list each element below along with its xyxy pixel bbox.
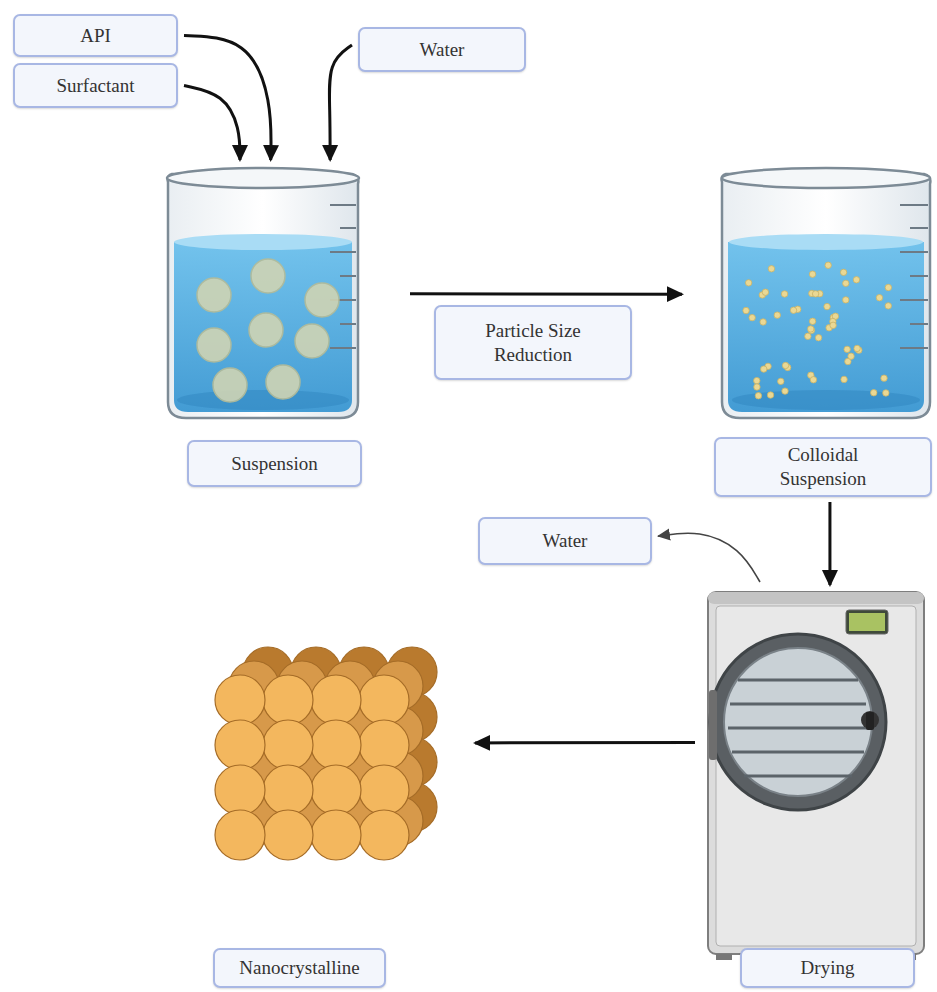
step-label: Water xyxy=(543,529,588,553)
step-label: Nanocrystalline xyxy=(239,956,359,980)
nanoparticle xyxy=(812,291,818,297)
flow-arrow xyxy=(184,36,271,161)
step-label: Particle Size Reduction xyxy=(463,319,603,367)
lattice-sphere xyxy=(359,675,409,725)
nanoparticle xyxy=(781,291,787,297)
nanoparticle xyxy=(843,297,849,303)
nanoparticle xyxy=(844,346,850,352)
nanoparticle xyxy=(767,392,773,398)
nanoparticle xyxy=(790,307,796,313)
lattice-sphere xyxy=(263,720,313,770)
nanoparticle xyxy=(840,269,846,275)
nanoparticle xyxy=(824,303,830,309)
process-box: Particle Size Reduction xyxy=(434,305,632,380)
process-box: API xyxy=(13,14,178,57)
nanoparticle xyxy=(809,318,815,324)
step-label-box: Suspension xyxy=(187,440,362,487)
nanocrystal-lattice xyxy=(215,647,437,860)
lattice-sphere xyxy=(215,675,265,725)
nanoparticle xyxy=(745,280,751,286)
illustrated-step: Suspension xyxy=(160,165,365,487)
nanoparticle xyxy=(848,353,854,359)
lattice-sphere xyxy=(311,810,361,860)
step-label: API xyxy=(80,24,111,48)
nanoparticle xyxy=(883,390,889,396)
step-label-box: Drying xyxy=(740,948,915,988)
step-label: Water xyxy=(420,38,465,62)
process-box: Water xyxy=(358,27,526,72)
flow-arrow xyxy=(410,292,682,295)
nanoparticle xyxy=(782,388,788,394)
nanoparticle xyxy=(762,289,768,295)
nanoparticle xyxy=(871,390,877,396)
nanoparticle xyxy=(854,345,860,351)
nanoparticle xyxy=(809,271,815,277)
nanoparticle xyxy=(843,280,849,286)
nanoparticle xyxy=(760,319,766,325)
flow-arrow xyxy=(184,86,240,161)
illustrated-step: Colloidal Suspension xyxy=(714,165,934,497)
lattice-sphere xyxy=(359,765,409,815)
illustrated-step: Nanocrystalline xyxy=(213,655,440,988)
lattice-sphere xyxy=(263,765,313,815)
nanoparticle xyxy=(774,312,780,318)
lattice-sphere xyxy=(263,810,313,860)
nanoparticle xyxy=(768,266,774,272)
nanoparticle xyxy=(830,322,836,328)
nanoparticle xyxy=(805,333,811,339)
step-label-box: Colloidal Suspension xyxy=(714,437,932,497)
lattice-sphere xyxy=(215,765,265,815)
freeze-dryer xyxy=(708,592,924,960)
nanoparticle xyxy=(885,303,891,309)
flow-arrow xyxy=(828,502,831,585)
lattice-sphere xyxy=(215,810,265,860)
step-label: Suspension xyxy=(231,452,318,476)
nanoparticle xyxy=(881,375,887,381)
step-label: Colloidal Suspension xyxy=(758,443,888,491)
nanoparticle xyxy=(808,326,814,332)
nanoparticle xyxy=(810,377,816,383)
illustrated-step: Drying xyxy=(705,590,925,988)
nanoparticle xyxy=(749,314,755,320)
lattice-sphere xyxy=(311,765,361,815)
process-box: Surfactant xyxy=(13,63,178,108)
lattice-sphere xyxy=(263,675,313,725)
lattice-sphere xyxy=(311,720,361,770)
nanoparticle xyxy=(815,335,821,341)
beaker xyxy=(167,168,359,418)
lattice-sphere xyxy=(359,720,409,770)
beaker xyxy=(722,168,931,418)
nanoparticle xyxy=(876,295,882,301)
step-label: Surfactant xyxy=(56,74,134,98)
nanoparticle xyxy=(841,376,847,382)
nanoparticle xyxy=(761,366,767,372)
nanoparticle xyxy=(782,362,788,368)
step-label-box: Nanocrystalline xyxy=(213,948,386,988)
nanoparticle xyxy=(743,307,749,313)
nanoparticle xyxy=(825,262,831,268)
flow-arrow xyxy=(329,45,352,160)
step-label: Drying xyxy=(801,956,855,980)
lattice-sphere xyxy=(215,720,265,770)
flow-arrow xyxy=(658,533,760,582)
lattice-sphere xyxy=(311,675,361,725)
nanoparticle xyxy=(885,284,891,290)
nanoparticle xyxy=(754,377,760,383)
nanoparticle xyxy=(853,277,859,283)
lattice-sphere xyxy=(359,810,409,860)
nanoparticle xyxy=(778,378,784,384)
process-box: Water xyxy=(478,517,652,565)
flow-arrow xyxy=(475,741,695,744)
nanoparticle xyxy=(755,393,761,399)
nanoparticle xyxy=(754,384,760,390)
